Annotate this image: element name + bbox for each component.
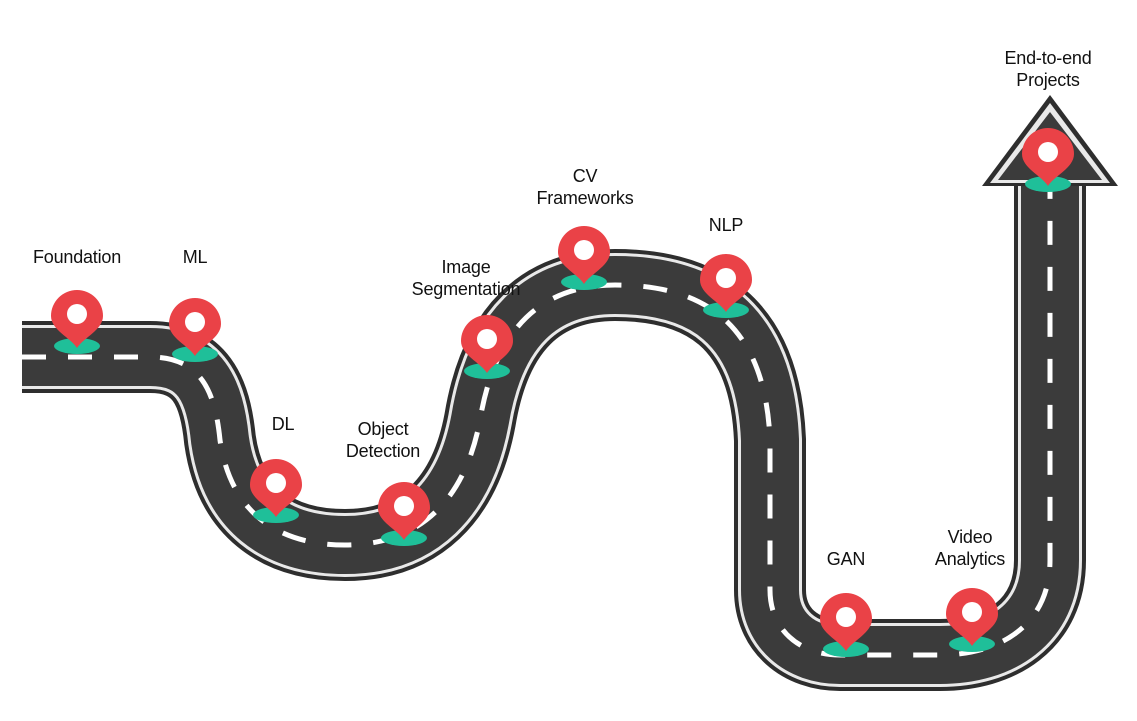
- pin-ml: [168, 297, 222, 362]
- label-line: Projects: [1016, 70, 1080, 90]
- label-line: Analytics: [934, 549, 1006, 569]
- label-line: ML: [182, 247, 208, 267]
- pin-hole: [574, 240, 594, 260]
- pin-hole: [394, 496, 414, 516]
- label-line: Segmentation: [411, 279, 521, 299]
- pin-hole: [1038, 142, 1058, 162]
- label-line: End-to-end: [1004, 48, 1092, 68]
- milestone-pins: [51, 128, 1074, 657]
- pin-image-segmentation: [461, 315, 513, 379]
- label-gan: GAN: [826, 548, 866, 570]
- pin-video-analytics: [946, 588, 998, 652]
- pin-hole: [185, 312, 205, 332]
- label-line: Foundation: [32, 247, 122, 267]
- label-line: Detection: [345, 441, 421, 461]
- pin-nlp: [700, 254, 752, 318]
- label-line: DL: [271, 414, 295, 434]
- pin-hole: [67, 304, 87, 324]
- label-line: GAN: [826, 549, 866, 569]
- label-line: Video: [947, 527, 993, 547]
- label-nlp: NLP: [708, 214, 744, 236]
- pin-cv-frameworks: [558, 226, 610, 290]
- pin-dl: [250, 459, 302, 523]
- label-foundation: Foundation: [33, 246, 121, 268]
- pin-hole: [266, 473, 286, 493]
- road-outline: [22, 178, 1086, 691]
- road-surface: [22, 178, 1079, 684]
- pin-hole: [962, 602, 982, 622]
- road-center-dashes: [22, 178, 1053, 658]
- pin-end-to-end-projects: [1022, 128, 1074, 192]
- label-line: Object: [357, 419, 409, 439]
- pin-hole: [836, 607, 856, 627]
- label-line: Image: [441, 257, 491, 277]
- pin-hole: [716, 268, 736, 288]
- label-dl: DL: [272, 413, 295, 435]
- label-line: Frameworks: [536, 188, 634, 208]
- pin-foundation: [51, 290, 103, 354]
- pin-gan: [820, 593, 872, 657]
- label-ml: ML: [183, 246, 208, 268]
- pin-object-detection: [378, 482, 430, 546]
- pin-hole: [477, 329, 497, 349]
- label-line: CV: [572, 166, 598, 186]
- label-line: NLP: [708, 215, 744, 235]
- road-edge-line: [22, 178, 1082, 687]
